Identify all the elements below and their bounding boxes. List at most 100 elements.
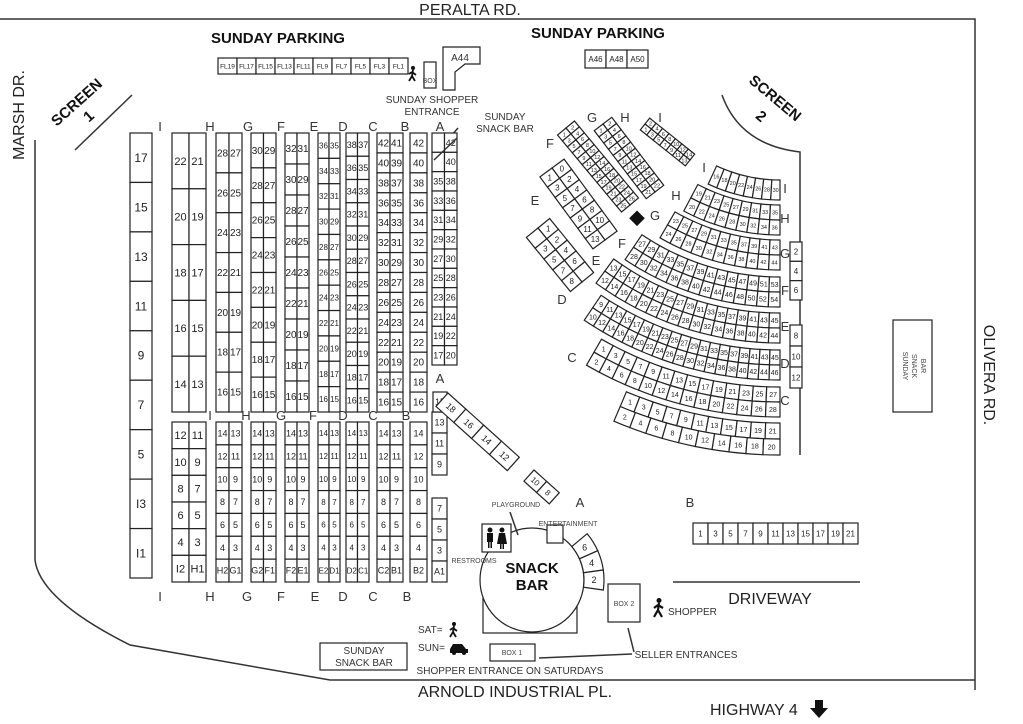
stall-number: 6	[582, 195, 587, 204]
stall-number: 4	[255, 543, 260, 553]
stall[interactable]	[615, 198, 631, 213]
stall-number: 4	[321, 544, 326, 553]
stall-number: 1	[599, 128, 602, 134]
stall[interactable]	[764, 401, 781, 418]
stall[interactable]	[409, 391, 428, 413]
stall-number: 21	[705, 195, 711, 201]
stall[interactable]	[389, 391, 404, 413]
stall-number: 14	[217, 429, 227, 439]
stall[interactable]	[356, 558, 370, 583]
stall[interactable]	[488, 440, 521, 472]
stall-number: 4	[288, 543, 293, 553]
stall[interactable]	[789, 280, 803, 301]
stall-number: 1	[698, 529, 703, 538]
stall-number: 42	[446, 138, 456, 148]
stall-number: 13	[434, 418, 444, 428]
stall-number: 4	[381, 543, 386, 553]
stall[interactable]	[443, 345, 458, 366]
stall-number: 35	[772, 210, 778, 216]
stall[interactable]	[296, 380, 310, 413]
stall-number: 36	[772, 225, 778, 231]
row-letter: B	[402, 408, 411, 423]
stall-number: 21	[297, 299, 309, 310]
stall[interactable]	[228, 558, 243, 583]
stall[interactable]	[431, 453, 448, 476]
stall-number: 1	[602, 346, 606, 353]
stall[interactable]	[431, 132, 446, 153]
stall[interactable]	[768, 364, 781, 381]
stall-number: 6	[654, 426, 658, 433]
stall-number: 7	[233, 497, 238, 507]
stall-number: 24	[319, 294, 328, 303]
stall-number: 11	[675, 153, 681, 159]
stall[interactable]	[296, 558, 310, 583]
stall[interactable]	[842, 522, 859, 545]
stall-number: 26	[378, 298, 390, 309]
stall-number: 16	[413, 398, 425, 409]
stall-number: 17	[297, 361, 309, 372]
stall[interactable]	[768, 219, 781, 236]
stall[interactable]	[535, 480, 561, 505]
stall[interactable]	[129, 527, 153, 579]
stall[interactable]	[389, 558, 404, 583]
stall[interactable]	[188, 355, 207, 413]
stall-number: 23	[391, 318, 403, 329]
stall-number: 43	[761, 355, 769, 362]
stall[interactable]	[262, 376, 277, 413]
stall[interactable]	[582, 569, 605, 591]
stall-number: 35	[330, 141, 339, 150]
stall-number: 38	[728, 367, 736, 374]
row-letter: G	[780, 246, 790, 261]
stall-number: 21	[264, 285, 276, 296]
stall-number: 5	[609, 141, 612, 147]
stall[interactable]	[584, 228, 606, 250]
stall[interactable]	[770, 179, 781, 201]
stall[interactable]	[626, 49, 649, 69]
stall[interactable]	[560, 270, 583, 293]
playground-label: PLAYGROUND	[492, 502, 541, 509]
stall[interactable]	[678, 154, 691, 167]
box-1[interactable]	[489, 643, 536, 662]
stall-number: 9	[582, 156, 585, 162]
stall[interactable]	[262, 558, 277, 583]
stall[interactable]	[328, 558, 341, 583]
stall[interactable]	[388, 57, 409, 75]
stall[interactable]	[767, 254, 781, 271]
stall-number: 9	[758, 529, 763, 538]
stall[interactable]	[640, 184, 656, 200]
stall[interactable]	[767, 291, 781, 308]
stall[interactable]	[409, 558, 428, 583]
restrooms[interactable]	[481, 523, 512, 553]
sunday-snack-bar-right[interactable]	[892, 319, 933, 413]
stall-number: 36	[670, 275, 678, 282]
stall-number: 15	[619, 272, 627, 279]
stall-number: 31	[711, 235, 717, 241]
stall-number: 33	[721, 238, 727, 244]
stall-number: 23	[433, 292, 443, 302]
stall-number: B2	[413, 566, 424, 576]
stall[interactable]	[762, 438, 781, 456]
box-2[interactable]	[607, 583, 641, 623]
stall-number: 4	[589, 558, 594, 568]
stall[interactable]	[789, 366, 803, 389]
stall-number: 39	[391, 158, 403, 169]
sunday-snack-bar-bottom[interactable]	[319, 642, 408, 671]
stall[interactable]	[228, 371, 243, 413]
stall[interactable]	[431, 560, 448, 583]
stall-number: 44	[770, 333, 778, 340]
stall-number: 13	[359, 429, 368, 438]
stall-number: 40	[413, 158, 425, 169]
stall-number: 7	[194, 484, 200, 496]
stall-number: C1	[358, 566, 369, 575]
stall[interactable]	[328, 386, 341, 413]
stall[interactable]	[356, 388, 370, 413]
stall-a44[interactable]	[442, 46, 481, 91]
stall-number: A1	[434, 567, 445, 577]
stall-number: 9	[233, 474, 238, 484]
stall[interactable]	[767, 327, 781, 344]
stall[interactable]	[188, 554, 207, 583]
stall-number: 13	[786, 529, 795, 538]
stall-number: 40	[748, 332, 756, 339]
